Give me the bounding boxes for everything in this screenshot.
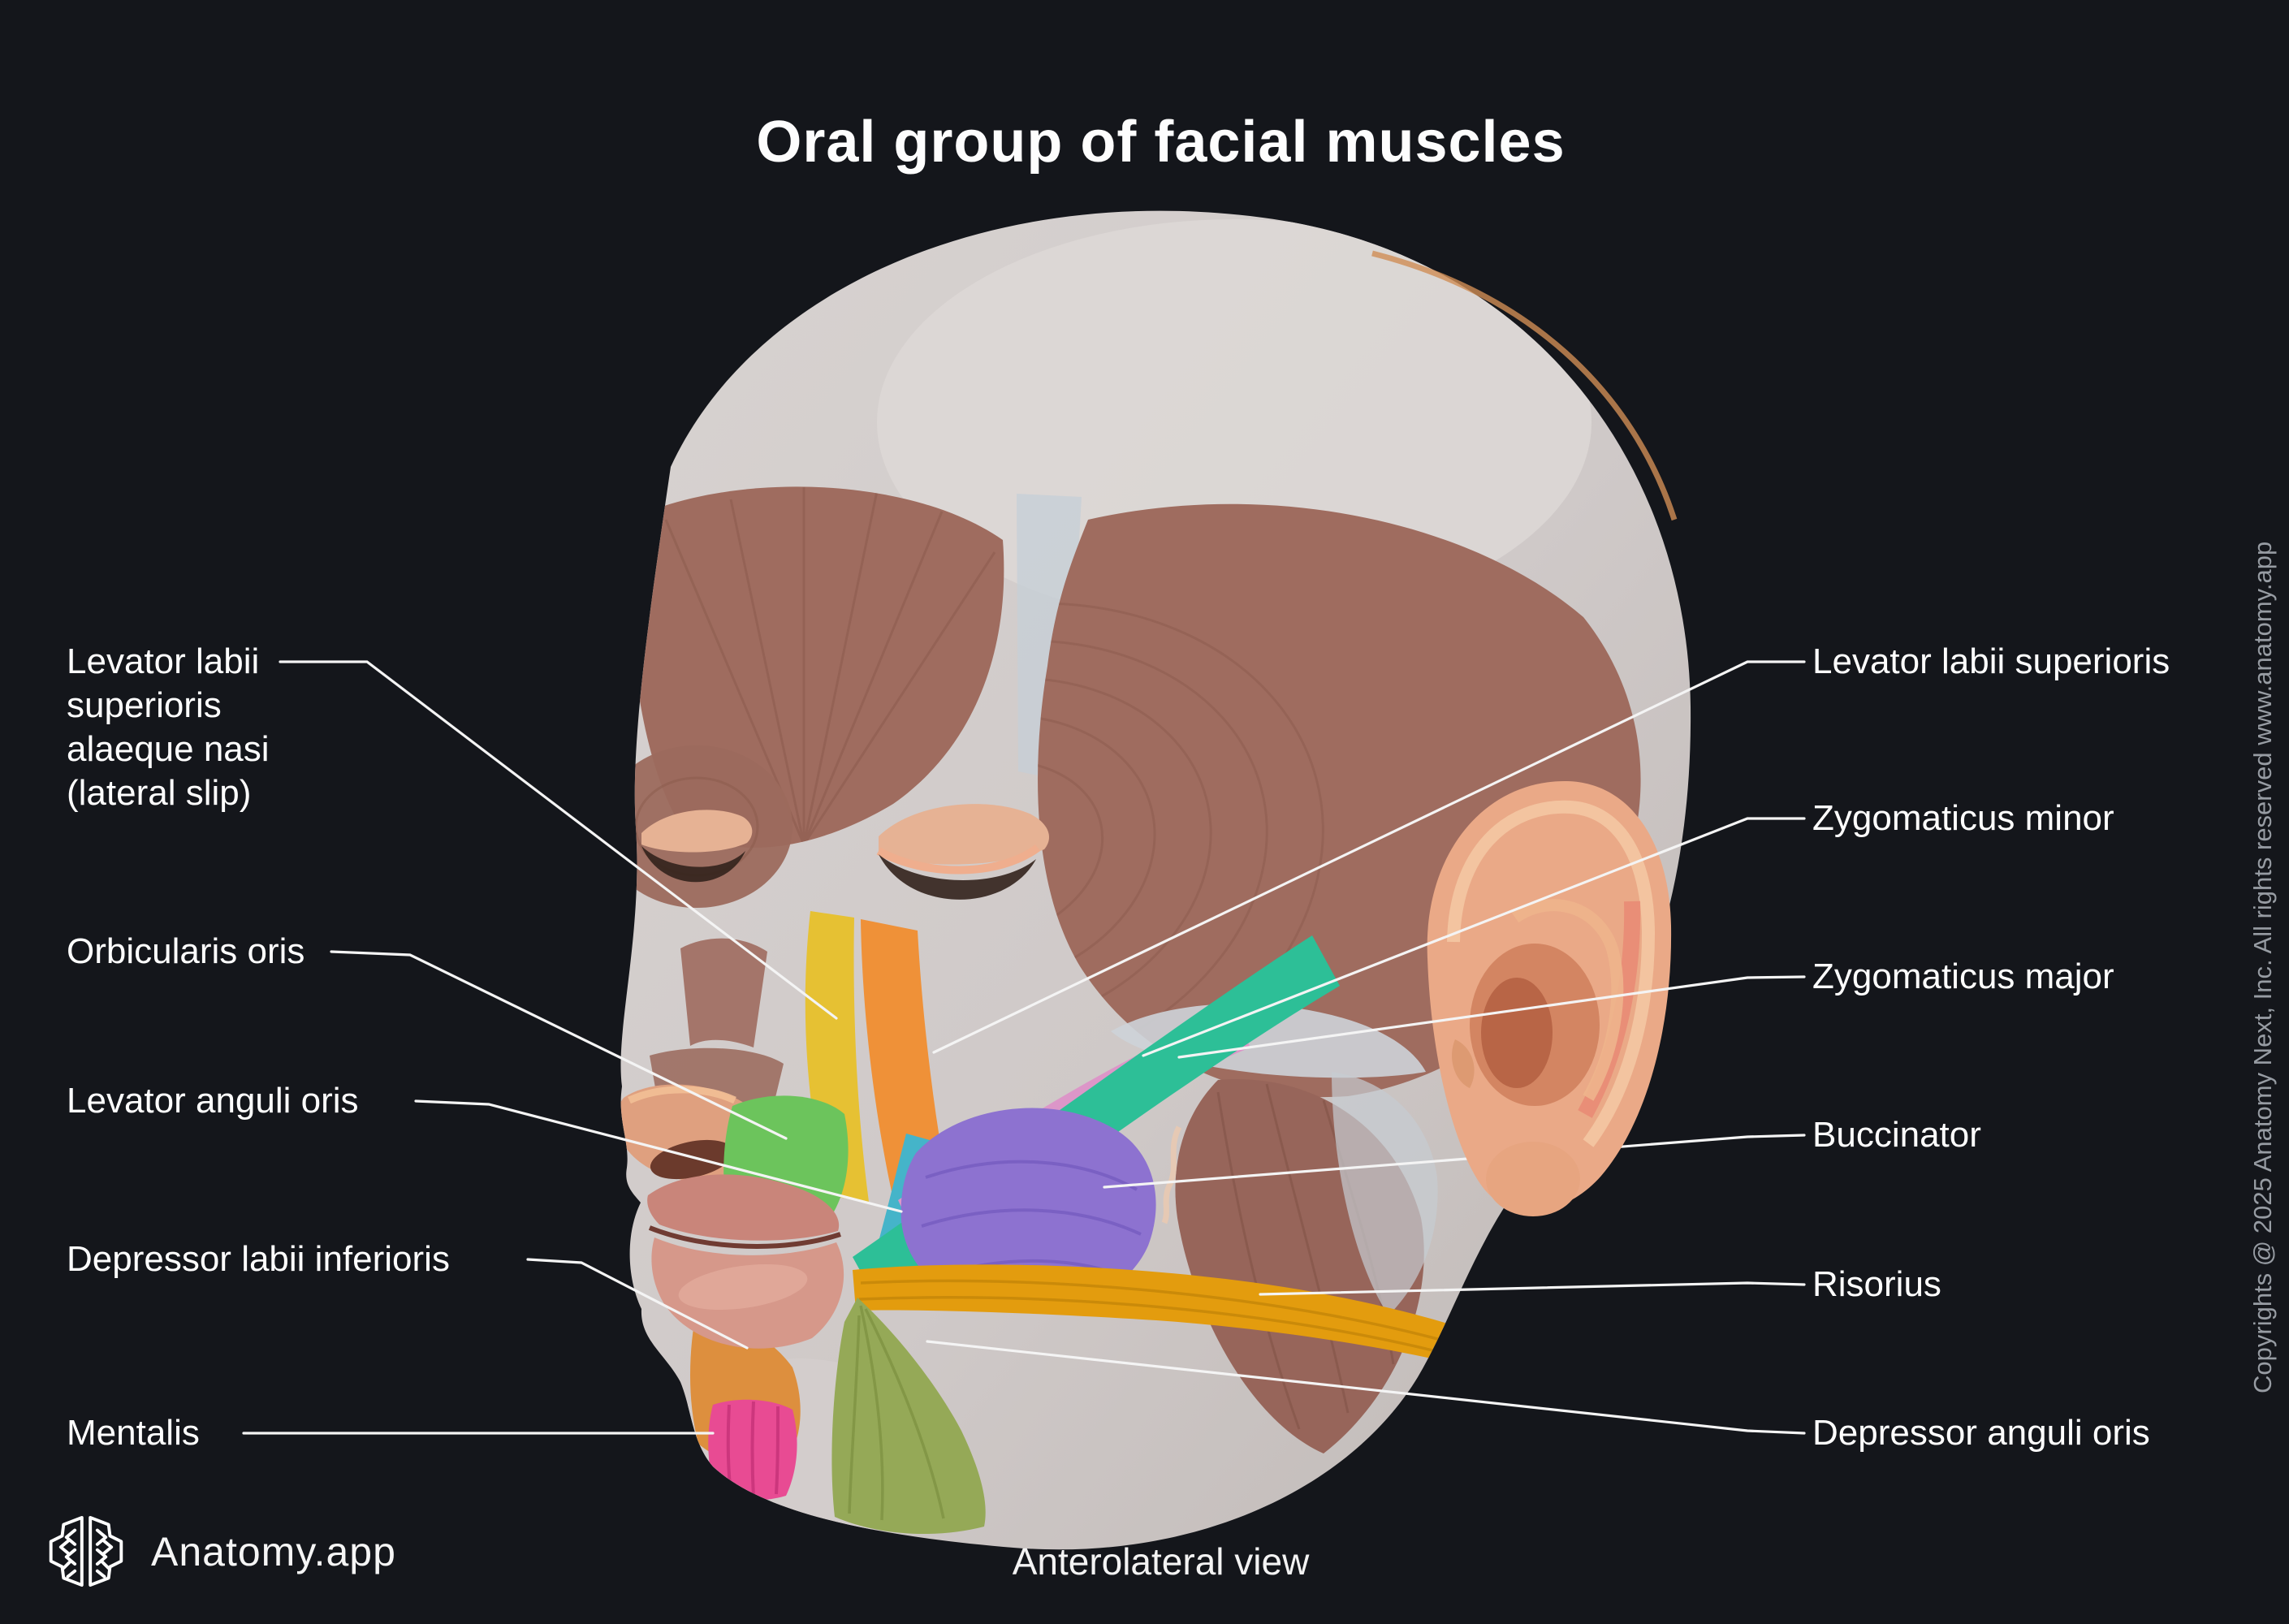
leader-line-risorius — [1259, 1281, 1806, 1296]
anatomy-app-logo-icon — [49, 1515, 123, 1587]
skull-rim-highlight — [1371, 250, 1678, 521]
label-depressor-anguli-oris: Depressor anguli oris — [1812, 1413, 2150, 1453]
view-caption: Anterolateral view — [1012, 1540, 1310, 1583]
ear-tragus — [1452, 1039, 1475, 1088]
nose-rim-highlight — [628, 1086, 736, 1104]
mouth-crease — [648, 1225, 841, 1249]
leader-lines — [242, 660, 1806, 1435]
label-zygomaticus-minor: Zygomaticus minor — [1812, 798, 2114, 838]
nasalis — [680, 938, 767, 1047]
label-orbicularis-oris: Orbicularis oris — [67, 931, 305, 971]
label-levator-labii-superioris-alaeque-nasi: Levator labii superioris alaeque nasi (l… — [67, 641, 270, 813]
copyright-vertical: Copyrights @ 2025 Anatomy Next, Inc. All… — [2248, 541, 2277, 1393]
label-buccinator: Buccinator — [1812, 1115, 1981, 1155]
eyelashes-near — [879, 854, 1036, 900]
page-title: Oral group of facial muscles — [756, 110, 1566, 175]
leader-line-buccinator — [1103, 1134, 1806, 1189]
label-risorius: Risorius — [1812, 1264, 1941, 1304]
preauricular-fascia — [1332, 1072, 1438, 1315]
leader-line-levator-anguli-oris — [414, 1099, 903, 1213]
leader-line-levator-labii-superioris — [932, 660, 1806, 1054]
label-levator-anguli-oris: Levator anguli oris — [67, 1081, 359, 1121]
eyelid-near — [879, 804, 1049, 865]
ear-canal — [1481, 978, 1553, 1088]
logo-right-hemisphere — [89, 1515, 123, 1587]
ear-helix — [1447, 800, 1656, 1147]
dao-fibers — [848, 1305, 945, 1521]
leader-line-zygomaticus-minor — [1142, 817, 1806, 1057]
logo-left-hemisphere — [49, 1515, 84, 1587]
brand-name: Anatomy.app — [151, 1528, 396, 1574]
brand: Anatomy.app — [44, 1512, 396, 1591]
label-depressor-labii-inferioris: Depressor labii inferioris — [67, 1239, 450, 1279]
ear-antihelix — [1511, 899, 1624, 1101]
label-zygomaticus-major: Zygomaticus major — [1812, 957, 2114, 996]
label-levator-labii-superioris: Levator labii superioris — [1812, 641, 2170, 681]
leader-line-depressor-anguli-oris — [926, 1340, 1806, 1435]
ear — [1427, 780, 1672, 1216]
upper-lip — [647, 1174, 840, 1241]
risorius-fibers — [858, 1279, 1471, 1359]
eyelid-far — [641, 810, 753, 853]
nostril — [650, 1139, 734, 1180]
ear-lobe — [1486, 1142, 1580, 1216]
leader-line-depressor-labii-inferioris — [526, 1258, 749, 1350]
parotid-duct — [1161, 1125, 1182, 1224]
face-paint — [620, 219, 1641, 1550]
eyelashes-far — [641, 846, 745, 883]
label-mentalis: Mentalis — [67, 1413, 200, 1453]
eyelid-rim-near — [876, 844, 1040, 875]
leader-line-llsan — [279, 660, 838, 1020]
muscle-risorius — [853, 1264, 1486, 1369]
leader-lines-under-ear — [1103, 1134, 1806, 1189]
leader-line-orbicularis-oris — [330, 950, 788, 1140]
lower-lip-highlight — [678, 1263, 808, 1311]
leader-line-zygomaticus-major — [1177, 975, 1806, 1059]
